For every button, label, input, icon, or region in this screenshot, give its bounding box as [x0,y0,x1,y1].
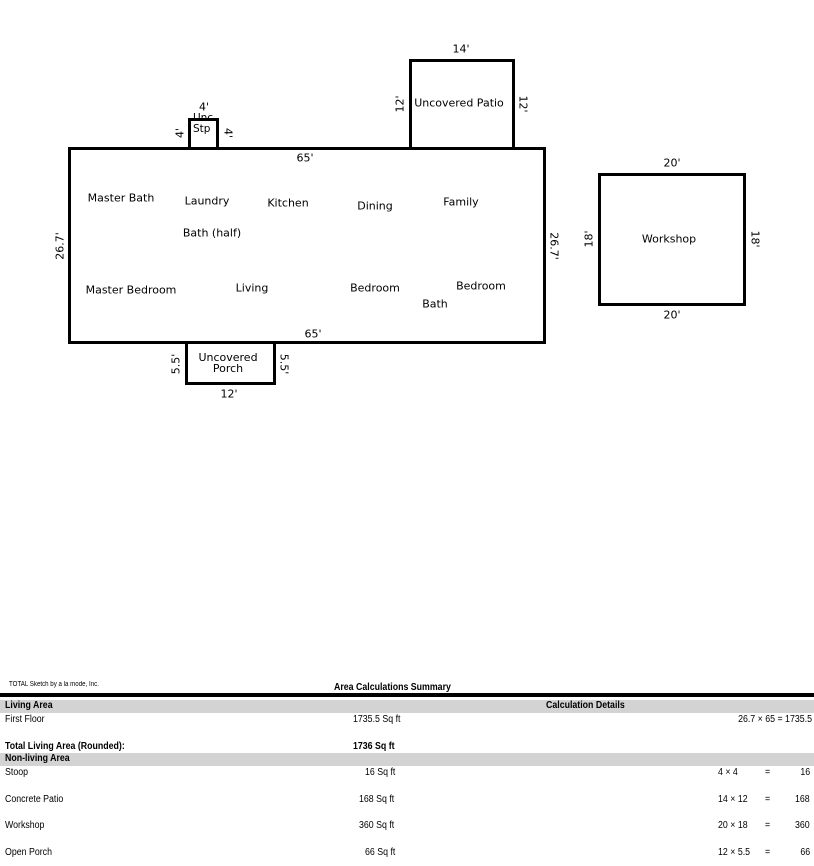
room-label: Bedroom [350,281,400,295]
row-area: 168 Sq ft [359,794,395,805]
dim-workshop-bottom: 20' [663,308,681,322]
dim-main-top: 65' [296,151,314,165]
row-eq: = [765,820,771,831]
room-label: Kitchen [267,196,309,210]
dim-stoop-top: 4' [198,100,210,114]
dim-workshop-left: 18' [582,230,596,248]
room-label: Living [235,281,269,295]
room-label: Master Bedroom [85,283,177,297]
row-result: 16 [800,767,810,778]
workshop-outline [598,173,746,306]
first-floor-name: First Floor [5,714,45,725]
patio-outline [409,59,515,151]
room-label: Bedroom [456,279,506,293]
dim-patio-left: 12' [393,95,407,113]
total-living-value: 1736 Sq ft [353,741,395,752]
dim-main-left: 26.7' [53,232,67,260]
row-expr: 4 × 4 [718,767,738,778]
row-name: Open Porch [5,847,52,858]
row-area: 66 Sq ft [365,847,396,858]
row-expr: 20 × 18 [718,820,748,831]
row-eq: = [765,767,771,778]
dim-patio-top: 14' [452,42,470,56]
row-result: 66 [800,847,810,858]
dim-patio-right: 12' [516,95,530,113]
living-header-band [0,700,814,713]
row-eq: = [765,847,771,858]
dim-workshop-top: 20' [663,156,681,170]
dim-main-right: 26.7' [547,232,561,260]
room-label: Family [443,195,479,209]
row-expr: 12 × 5.5 [718,847,751,858]
total-living-label: Total Living Area (Rounded): [5,741,125,752]
first-floor-calc: 26.7 × 65 = 1735.5 [738,714,812,725]
row-result: 168 [795,794,810,805]
dim-porch-bottom: 12' [220,387,238,401]
dim-main-bottom: 65' [304,327,322,341]
row-name: Concrete Patio [5,794,64,805]
room-label: Dining [357,199,393,213]
dim-stoop-left: 4' [173,127,187,139]
row-name: Stoop [5,767,29,778]
row-area: 360 Sq ft [359,820,395,831]
row-eq: = [765,794,771,805]
divider [0,693,814,697]
calculation-details-header: Calculation Details [546,700,625,711]
room-label: Bath (half) [182,226,242,240]
main-house-outline [68,147,546,344]
patio-label: Uncovered Patio [414,96,504,110]
row-expr: 14 × 12 [718,794,748,805]
row-result: 360 [795,820,810,831]
dim-workshop-right: 18' [748,230,762,248]
software-credit: TOTAL Sketch by a la mode, Inc. [9,681,99,688]
workshop-label: Workshop [641,232,697,246]
row-name: Workshop [5,820,45,831]
dim-porch-left: 5.5' [169,353,183,375]
room-label: Bath [422,297,448,311]
first-floor-area: 1735.5 Sq ft [353,714,401,725]
dim-porch-right: 5.5' [277,353,291,375]
row-area: 16 Sq ft [365,767,396,778]
living-area-header: Living Area [5,700,53,711]
nonliving-header-band [0,753,814,766]
room-label: Master Bath [87,191,155,205]
nonliving-area-header: Non-living Area [5,753,70,764]
summary-title: Area Calculations Summary [334,682,451,693]
dim-stoop-right: 4' [221,127,235,139]
room-label: Laundry [184,194,230,208]
